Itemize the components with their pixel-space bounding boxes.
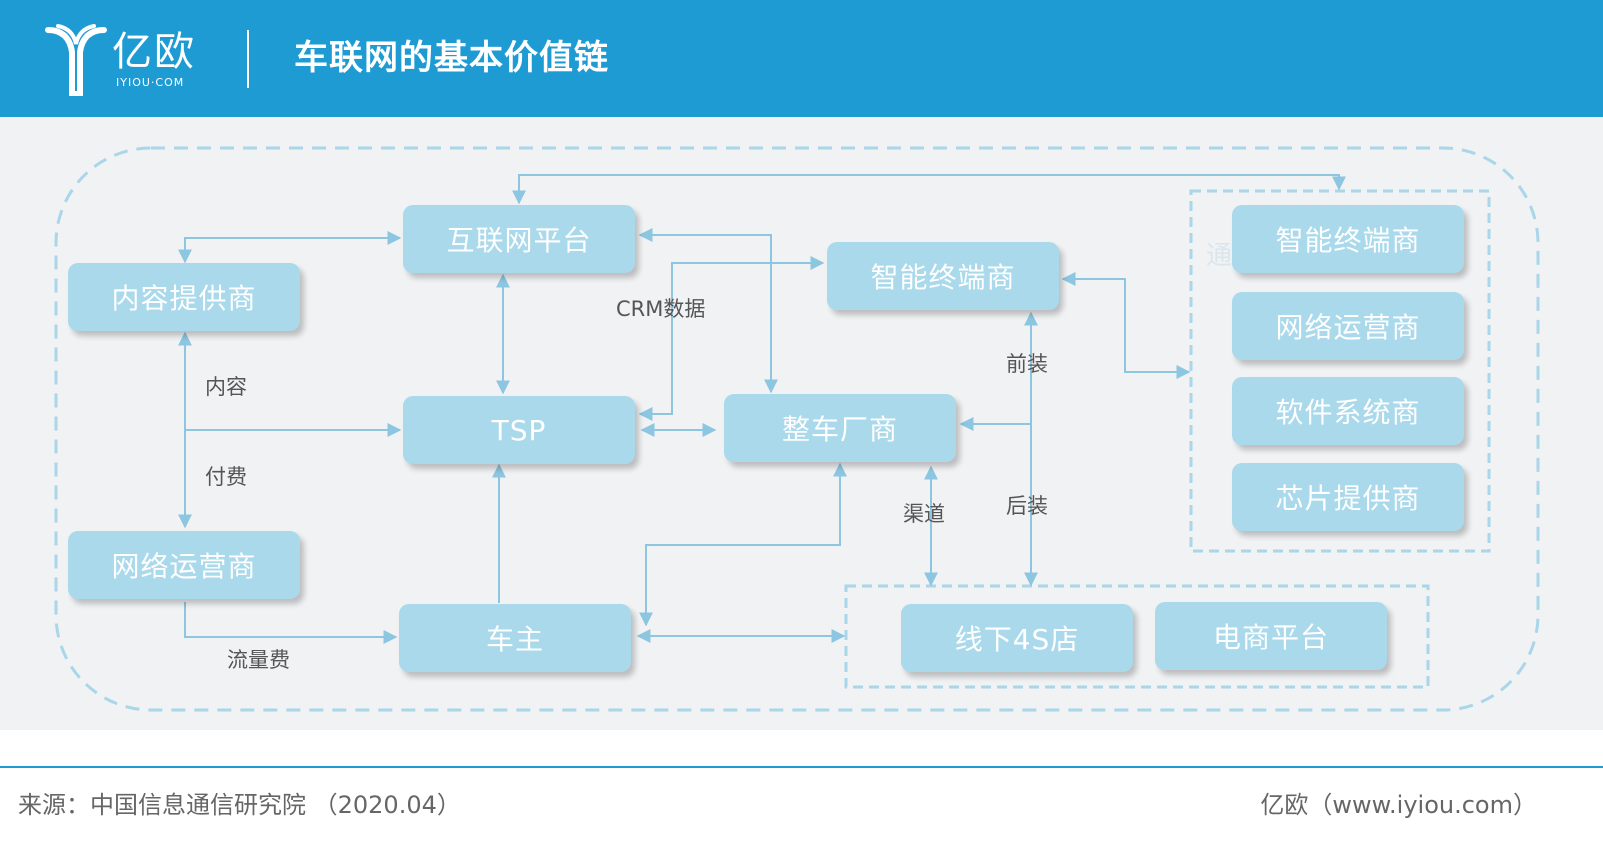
- logo-text-cn: 亿欧: [112, 29, 196, 75]
- edge-terminal-group: [1061, 272, 1191, 379]
- diagram-canvas: 通 互联网平台 内容提供商 网络运营商 TSP 车主 智能终端商 整车厂商 线下…: [0, 117, 1603, 730]
- source-note: 来源：中国信息通信研究院 （2020.04）: [18, 791, 461, 819]
- header-divider: [247, 30, 249, 88]
- edge-content-platform: [178, 231, 402, 264]
- label-payment: 付费: [205, 465, 247, 489]
- node-software-vendor: 软件系统商: [1232, 377, 1464, 445]
- faint-text: 通: [1206, 241, 1233, 271]
- node-ecommerce-platform: 电商平台: [1155, 602, 1387, 670]
- edge-oem-owner: [639, 462, 847, 627]
- outer-boundary: [54, 146, 1540, 712]
- label-after-install: 后装: [1006, 494, 1048, 518]
- node-smart-terminal-right: 智能终端商: [1232, 205, 1464, 273]
- connector-lines: [54, 146, 1540, 712]
- iyiou-logo-icon: [45, 24, 107, 96]
- edge-crm: [638, 256, 825, 421]
- logo-text-en: IYIOU·COM: [116, 76, 185, 89]
- label-channel: 渠道: [903, 502, 945, 526]
- node-network-operator-right: 网络运营商: [1232, 292, 1464, 360]
- node-internet-platform: 互联网平台: [403, 205, 635, 273]
- credit-note: 亿欧（www.iyiou.com）: [1260, 791, 1537, 819]
- edge-operator-owner: [184, 602, 398, 644]
- header-bar: 亿欧 IYIOU·COM 车联网的基本价值链: [0, 0, 1603, 117]
- label-traffic-fee: 流量费: [227, 648, 290, 672]
- edge-platform-group: [512, 174, 1346, 205]
- node-car-owner: 车主: [399, 604, 631, 672]
- node-network-operator-left: 网络运营商: [68, 531, 300, 599]
- node-oem: 整车厂商: [724, 394, 956, 462]
- label-pre-install: 前装: [1006, 352, 1048, 376]
- node-chip-provider: 芯片提供商: [1232, 463, 1464, 531]
- node-content-provider: 内容提供商: [68, 263, 300, 331]
- label-content: 内容: [205, 375, 247, 399]
- label-crm-data: CRM数据: [616, 297, 706, 321]
- node-offline-4s: 线下4S店: [901, 604, 1133, 672]
- page-title: 车联网的基本价值链: [294, 38, 609, 78]
- footer-rule: [0, 766, 1603, 768]
- node-smart-terminal-center: 智能终端商: [827, 242, 1059, 310]
- node-tsp: TSP: [403, 396, 635, 464]
- channel-group-box: [844, 584, 1430, 689]
